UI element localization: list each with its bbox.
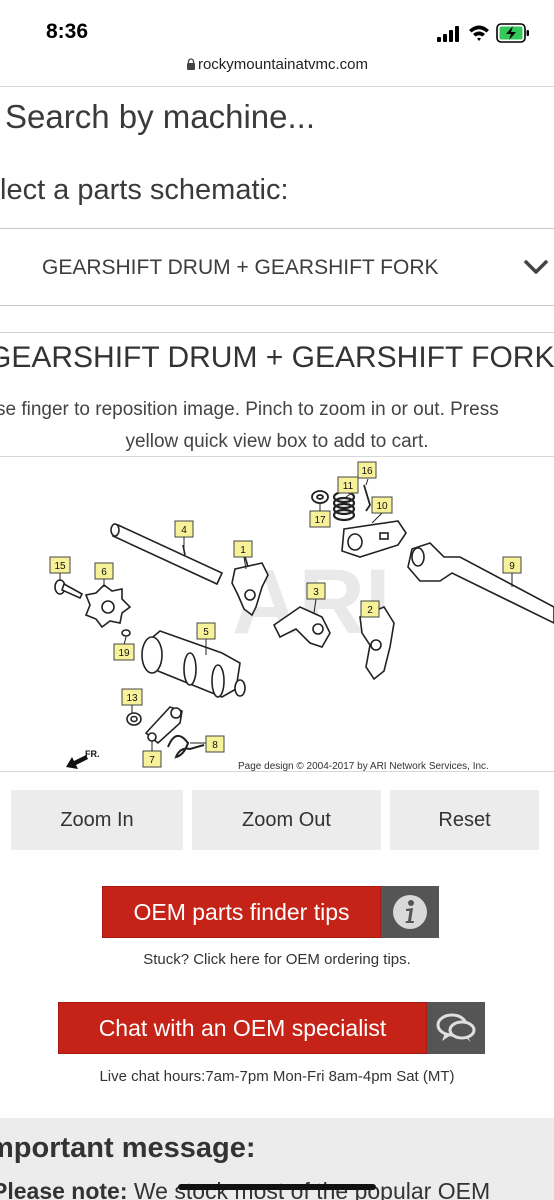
lock-icon <box>186 58 195 70</box>
instructions: se finger to reposition image. Pinch to … <box>0 394 554 458</box>
part-callout-11[interactable]: 11 <box>337 476 359 494</box>
part-callout-5[interactable]: 5 <box>196 622 216 640</box>
part-callout-13[interactable]: 13 <box>121 688 143 706</box>
part-callout-16[interactable]: 16 <box>357 461 377 479</box>
zoom-in-button[interactable]: Zoom In <box>11 790 183 850</box>
tips-caption[interactable]: Stuck? Click here for OEM ordering tips. <box>143 951 411 968</box>
part-callout-3[interactable]: 3 <box>306 582 326 600</box>
zoom-out-button[interactable]: Zoom Out <box>192 790 381 850</box>
part-callout-1[interactable]: 1 <box>233 540 253 558</box>
divider <box>0 332 554 333</box>
schematic-title: GEARSHIFT DRUM + GEARSHIFT FORK <box>0 341 554 374</box>
shift-shaft-part <box>407 542 554 624</box>
chat-button-label: Chat with an OEM specialist <box>58 1002 427 1054</box>
chat-bubbles-icon <box>436 1013 476 1042</box>
shift-drum-part <box>141 630 246 698</box>
important-message-title: mportant message: <box>0 1132 256 1164</box>
pin-part <box>363 484 371 512</box>
svg-text:13: 13 <box>126 693 138 704</box>
battery-charging-icon <box>496 23 529 43</box>
svg-text:16: 16 <box>361 466 373 477</box>
home-indicator[interactable] <box>178 1184 376 1190</box>
status-bar: 8:36 <box>0 0 554 56</box>
instructions-line-2: yellow quick view box to add to cart. <box>125 431 429 452</box>
tips-icon-box <box>381 886 439 938</box>
bolt-part <box>126 712 142 726</box>
return-spring-part <box>167 735 205 759</box>
svg-text:19: 19 <box>118 648 130 659</box>
schematic-select[interactable]: GEARSHIFT DRUM + GEARSHIFT FORK <box>0 228 554 306</box>
copyright-notice: Page design © 2004-2017 by ARI Network S… <box>238 761 489 772</box>
shift-drum-center-part <box>84 583 132 629</box>
svg-text:1: 1 <box>240 545 246 556</box>
svg-text:5: 5 <box>203 627 209 638</box>
front-direction-arrow: FR. <box>66 749 100 769</box>
chat-icon-box <box>427 1002 485 1054</box>
part-callout-19[interactable]: 19 <box>113 643 135 661</box>
svg-text:10: 10 <box>376 501 388 512</box>
signal-icon <box>437 26 459 42</box>
select-schematic-label: lect a parts schematic: <box>0 174 289 206</box>
bolt-part <box>54 579 84 600</box>
url-text: rockymountainatvmc.com <box>197 56 369 73</box>
svg-text:3: 3 <box>313 587 319 598</box>
svg-text:9: 9 <box>509 561 515 572</box>
dowel-pin-part <box>121 629 131 637</box>
svg-text:11: 11 <box>343 481 354 492</box>
divider <box>0 86 554 87</box>
address-bar[interactable]: rockymountainatvmc.com <box>0 56 554 86</box>
info-icon <box>393 895 427 929</box>
note-label: Please note: <box>0 1178 128 1200</box>
part-callout-4[interactable]: 4 <box>174 520 194 538</box>
spring-part <box>332 490 356 522</box>
shift-fork-part <box>359 606 395 681</box>
svg-text:15: 15 <box>54 561 66 572</box>
svg-text:4: 4 <box>181 525 187 536</box>
instructions-line-1: se finger to reposition image. Pinch to … <box>0 399 499 420</box>
part-callout-17[interactable]: 17 <box>309 510 331 528</box>
part-callout-6[interactable]: 6 <box>94 562 114 580</box>
reset-button[interactable]: Reset <box>390 790 539 850</box>
svg-text:6: 6 <box>101 567 107 578</box>
chevron-down-icon <box>524 260 548 274</box>
oem-parts-finder-tips-button[interactable]: OEM parts finder tips <box>102 886 439 938</box>
chat-hours-caption: Live chat hours:7am-7pm Mon-Fri 8am-4pm … <box>99 1068 455 1085</box>
wifi-icon <box>469 25 489 41</box>
svg-text:17: 17 <box>314 515 326 526</box>
schematic-select-value: GEARSHIFT DRUM + GEARSHIFT FORK <box>42 256 439 279</box>
svg-text:7: 7 <box>149 755 155 766</box>
shift-shaft-part <box>110 523 224 586</box>
part-callout-7[interactable]: 7 <box>142 750 162 768</box>
drum-stopper-arm-part <box>144 706 183 745</box>
stopper-arm-part <box>341 520 407 558</box>
tips-button-label: OEM parts finder tips <box>102 886 381 938</box>
direction-label: FR. <box>85 749 100 759</box>
shift-fork-part <box>272 606 331 648</box>
part-callout-8[interactable]: 8 <box>205 735 225 753</box>
svg-text:8: 8 <box>212 740 218 751</box>
washer-part <box>311 490 329 504</box>
svg-text:2: 2 <box>367 605 373 616</box>
part-callout-9[interactable]: 9 <box>502 556 522 574</box>
status-time: 8:36 <box>46 20 89 43</box>
schematic-diagram[interactable]: ARI <box>0 456 554 772</box>
search-by-machine-link[interactable]: Search by machine... <box>5 98 315 135</box>
part-callout-10[interactable]: 10 <box>371 496 393 514</box>
schematic-image[interactable]: ARI <box>0 457 554 772</box>
chat-with-specialist-button[interactable]: Chat with an OEM specialist <box>58 1002 485 1054</box>
part-callout-15[interactable]: 15 <box>49 556 71 574</box>
part-callout-2[interactable]: 2 <box>360 600 380 618</box>
